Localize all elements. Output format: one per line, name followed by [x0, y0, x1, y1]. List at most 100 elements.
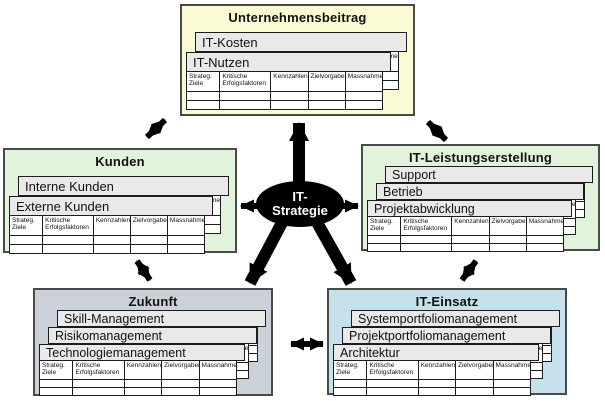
table-column-header: Zielvorgaben [161, 360, 200, 380]
table-empty-row [332, 387, 532, 396]
table-empty-cell [332, 379, 368, 388]
table-empty-cell [270, 100, 309, 110]
panel-zukunft: Zukunft Skill-ManagementStrateg. ZieleKr… [33, 288, 273, 396]
arrow-kunden-zukunft [134, 259, 153, 282]
arrow-kunden-unternehmensbeitrag [144, 117, 168, 140]
table-column-header: Massnahmen [525, 216, 565, 236]
table-empty-cell [366, 235, 402, 244]
card-label: Architektur [340, 345, 400, 360]
table-empty-cell [72, 379, 125, 388]
card-label: Betrieb [383, 184, 423, 199]
card-label: Externe Kunden [16, 198, 110, 214]
table-empty-cell [366, 243, 402, 252]
arrow-unternehmensbeitrag-leistungserstellung [425, 119, 449, 143]
table-empty-row [366, 235, 565, 244]
table-column-header: Kennzahlen [123, 360, 163, 380]
table-column-header: Kritische Erfolgsfaktoren [42, 215, 94, 236]
table-column-header: Zielvorgaben [307, 71, 346, 92]
table-empty-cell [166, 244, 206, 254]
panel-it-einsatz: IT-Einsatz SystemportfoliomanagementStra… [327, 288, 567, 396]
table-empty-cell [198, 379, 238, 388]
card-header: Externe Kunden [9, 196, 213, 216]
table-column-header: Kritische Erfolgsfaktoren [219, 71, 272, 92]
table-empty-cell [166, 235, 206, 245]
card-header: Skill-Management [57, 310, 266, 327]
card-label: IT-Nutzen [193, 54, 250, 70]
card-label: Interne Kunden [25, 178, 114, 194]
card-label: Skill-Management [64, 311, 165, 326]
table-empty-cell [198, 387, 238, 396]
panel-it-leistungserstellung: IT-Leistungserstellung SupportStrateg. Z… [361, 144, 600, 252]
table-empty-cell [451, 243, 490, 252]
table-column-header: Kennzahlen [270, 71, 309, 92]
table-column-header: Kritische Erfolgsfaktoren [366, 360, 419, 380]
table-column-header: Kennzahlen [417, 360, 457, 380]
table-empty-cell [525, 243, 565, 252]
card-header: Projektportfoliomanagement [342, 327, 551, 344]
table-empty-cell [307, 100, 346, 110]
table-empty-cell [417, 379, 457, 388]
table-empty-row [185, 91, 384, 101]
table-empty-row [8, 235, 206, 245]
table-empty-cell [161, 379, 200, 388]
card-header: Architektur [333, 344, 539, 361]
table-empty-cell [185, 100, 221, 110]
table-empty-row [332, 379, 532, 388]
card-label: Systemportfoliomanagement [358, 311, 518, 326]
card-label: Support [392, 167, 436, 182]
table-empty-cell [451, 235, 490, 244]
table-empty-cell [270, 91, 309, 101]
table-empty-cell [400, 235, 453, 244]
table-empty-cell [219, 100, 272, 110]
table-column-header: Massnahmen [344, 71, 384, 92]
table-empty-cell [344, 91, 384, 101]
table-empty-cell [185, 91, 221, 101]
card-header: IT-Nutzen [186, 52, 391, 72]
table-empty-cell [92, 235, 131, 245]
panel-title: IT-Leistungserstellung [408, 150, 553, 165]
card-label: Projektportfoliomanagement [349, 328, 506, 343]
table-column-header: Kritische Erfolgsfaktoren [72, 360, 125, 380]
table-empty-cell [492, 379, 532, 388]
table-empty-cell [72, 387, 125, 396]
table-empty-cell [42, 244, 94, 254]
table-column-header: Strateg. Ziele [38, 360, 74, 380]
card-label: Technologiemanagement [46, 345, 186, 360]
card-header: Systemportfoliomanagement [351, 310, 560, 327]
card-header: Interne Kunden [18, 176, 229, 196]
arrow-strategie-einsatz [308, 214, 357, 286]
card-label: IT-Kosten [202, 34, 258, 50]
table-empty-cell [42, 235, 94, 245]
table-empty-row [38, 379, 238, 388]
table-empty-row [8, 244, 206, 254]
it-strategie-node: IT- Strategie [256, 181, 344, 227]
table-column-header: Kritische Erfolgsfaktoren [400, 216, 453, 236]
table-empty-cell [129, 244, 168, 254]
table-empty-cell [161, 387, 200, 396]
table-column-header: Kennzahlen [92, 215, 131, 236]
panel-unternehmensbeitrag: Unternehmensbeitrag IT-KostenStrateg. Zi… [180, 4, 415, 116]
card-header: Betrieb [376, 183, 584, 200]
card-header: Technologiemanagement [39, 344, 245, 361]
table-column-header: Strateg. Ziele [8, 215, 44, 236]
card-header: Support [385, 166, 593, 183]
table-empty-cell [417, 387, 457, 396]
table-empty-row [185, 100, 384, 110]
table-empty-cell [38, 387, 74, 396]
table-empty-cell [492, 387, 532, 396]
table-column-header: Zielvorgaben [488, 216, 527, 236]
table-empty-cell [455, 379, 494, 388]
table-column-header: Massnahmen [198, 360, 238, 380]
table-empty-cell [123, 379, 163, 388]
table-empty-cell [344, 100, 384, 110]
table-empty-cell [366, 387, 419, 396]
table-empty-cell [525, 235, 565, 244]
table-empty-cell [219, 91, 272, 101]
